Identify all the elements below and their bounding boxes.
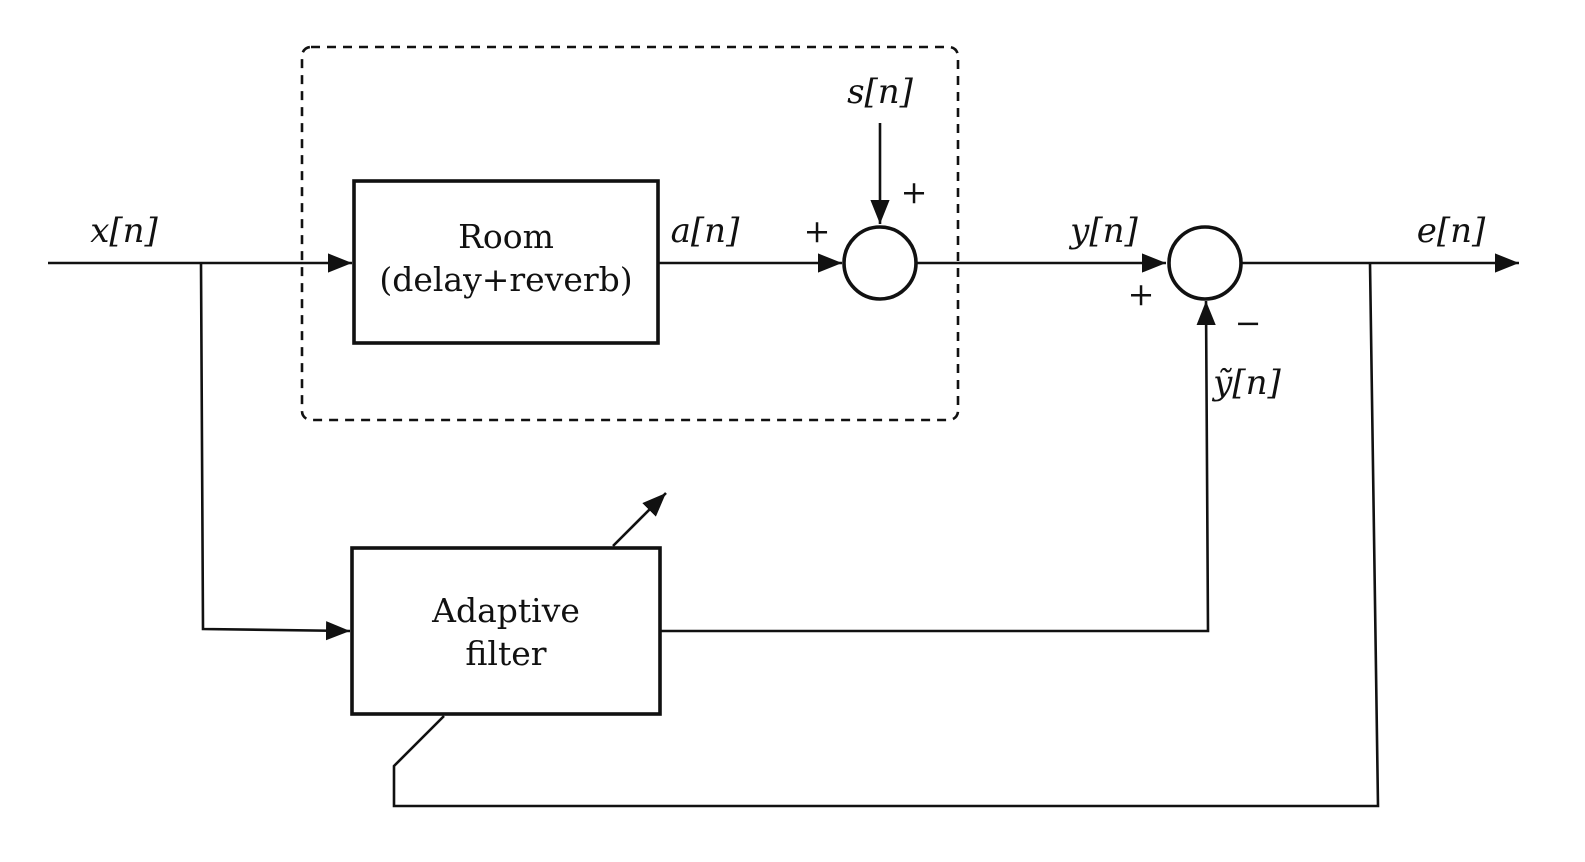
signal-label-e: e[n] <box>1417 211 1486 251</box>
sum-junction-1 <box>842 225 918 301</box>
signal-label-x: x[n] <box>90 211 158 251</box>
sum2-bottom-sign: − <box>1235 304 1262 342</box>
filter-output-wire <box>660 300 1216 633</box>
signal-label-a: a[n] <box>671 211 740 251</box>
signal-label-y-tilde: ỹ[n] <box>1211 363 1281 403</box>
adaptive-filter-block <box>350 546 662 716</box>
sum2-left-sign: + <box>1128 275 1155 313</box>
reference-branch-wire <box>199 262 351 641</box>
sum1-left-sign: + <box>804 212 831 250</box>
room-block-label: Room <box>458 217 554 256</box>
adaptive-filter-label: Adaptive <box>431 591 580 630</box>
sum1-top-sign: + <box>901 173 928 211</box>
signal-label-s: s[n] <box>847 72 914 112</box>
adaptive-filter-sublabel: filter <box>465 634 546 673</box>
adaptation-arrow <box>612 492 667 547</box>
room-block <box>352 179 660 345</box>
sum-junction-2 <box>1167 225 1243 301</box>
error-feedback-wire <box>392 262 1380 808</box>
room-block-sublabel: (delay+reverb) <box>379 260 632 299</box>
signal-label-y: y[n] <box>1068 211 1138 251</box>
